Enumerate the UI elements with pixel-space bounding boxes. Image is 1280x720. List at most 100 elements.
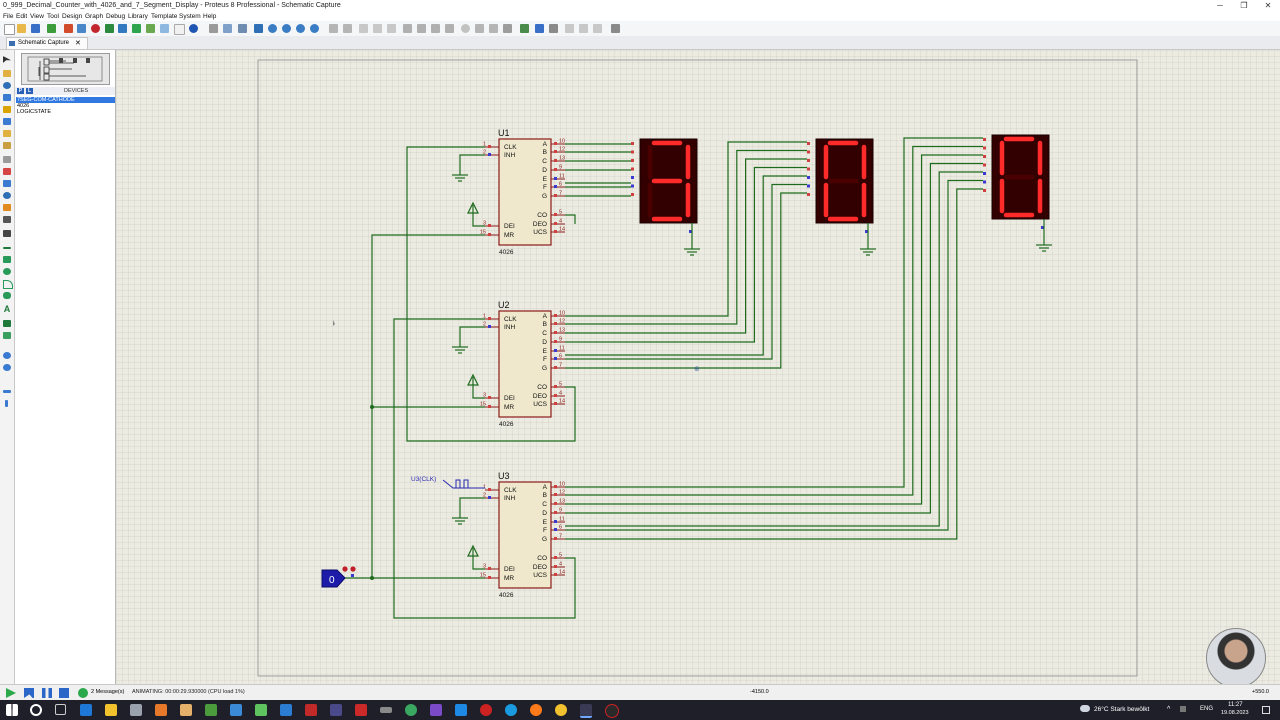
virtual-instrument-icon[interactable]	[3, 230, 11, 237]
taskbar-app-2-icon[interactable]	[205, 704, 217, 716]
search-icon[interactable]	[30, 704, 42, 716]
vlc-icon[interactable]	[155, 704, 167, 716]
line-icon[interactable]	[3, 247, 11, 249]
marker-icon[interactable]	[3, 332, 11, 339]
grid-toggle-icon[interactable]	[223, 24, 232, 33]
bom-icon[interactable]	[160, 24, 169, 33]
junction-dot-icon[interactable]	[3, 82, 11, 89]
record-icon[interactable]	[91, 24, 100, 33]
taskbar-app-9-icon[interactable]	[605, 704, 619, 718]
library-manager-button[interactable]: L	[26, 88, 33, 94]
undo-icon[interactable]	[329, 24, 338, 33]
zoom-in-icon[interactable]	[268, 24, 277, 33]
menu-library[interactable]: Library	[128, 13, 148, 20]
symbol-icon[interactable]	[3, 320, 11, 327]
copy-icon[interactable]	[373, 24, 382, 33]
windows-start-icon[interactable]	[6, 704, 18, 716]
taskbar-app-icon[interactable]	[180, 704, 192, 716]
visual-studio-icon[interactable]	[430, 704, 442, 716]
text-tool-icon[interactable]: A	[3, 304, 11, 314]
calculator-icon[interactable]	[130, 704, 142, 716]
proteus-icon[interactable]	[580, 704, 592, 718]
circle-icon[interactable]	[3, 268, 11, 275]
remove-sheet-icon[interactable]	[579, 24, 588, 33]
box-icon[interactable]	[3, 256, 11, 263]
wire-autorouter-icon[interactable]	[520, 24, 529, 33]
terminals-icon[interactable]	[3, 142, 11, 149]
language-indicator[interactable]: ENG	[1200, 706, 1214, 712]
rotate-ccw-icon[interactable]	[3, 364, 11, 371]
menu-graph[interactable]: Graph	[85, 13, 104, 20]
new-sheet-icon[interactable]	[565, 24, 574, 33]
origin-icon[interactable]	[238, 24, 247, 33]
paste-icon[interactable]	[387, 24, 396, 33]
block-delete-icon[interactable]	[445, 24, 454, 33]
task-view-icon[interactable]	[55, 704, 66, 715]
tape-recorder-icon[interactable]	[3, 180, 11, 187]
search-tag-icon[interactable]	[535, 24, 544, 33]
taskbar-app-widgets-icon[interactable]	[80, 704, 92, 716]
opera-icon[interactable]	[480, 704, 492, 716]
overview-window[interactable]	[21, 53, 110, 85]
zoom-area-icon[interactable]	[310, 24, 319, 33]
minimize-button[interactable]: ─	[1217, 1, 1223, 10]
mirror-y-icon[interactable]	[5, 400, 8, 407]
taskbar-app-3-icon[interactable]	[255, 704, 267, 716]
clock-date[interactable]: 19.08.2023	[1221, 710, 1249, 716]
close-button[interactable]: ✕	[1264, 1, 1272, 10]
menu-design[interactable]: Design	[62, 13, 83, 20]
edge-icon[interactable]	[505, 704, 517, 716]
taskbar-app-5-icon[interactable]	[330, 704, 342, 716]
vscode-icon[interactable]	[455, 704, 467, 716]
block-copy-icon[interactable]	[403, 24, 412, 33]
graph-icon[interactable]	[3, 168, 11, 175]
block-rotate-icon[interactable]	[431, 24, 440, 33]
menu-system[interactable]: System	[179, 13, 201, 20]
3d-viewer-icon[interactable]	[118, 24, 127, 33]
path-icon[interactable]	[3, 292, 11, 299]
taskbar-app-6-icon[interactable]	[355, 704, 367, 716]
goto-sheet-icon[interactable]	[593, 24, 602, 33]
device-item-7seg[interactable]: 7SEG-COM-CATHODE	[16, 97, 115, 103]
notifications-icon[interactable]	[1262, 706, 1270, 714]
arc-icon[interactable]	[3, 280, 13, 289]
subcircuit-icon[interactable]	[3, 130, 11, 137]
pick-device-icon[interactable]	[461, 24, 470, 33]
firefox-icon[interactable]	[530, 704, 542, 716]
tab-schematic-capture[interactable]: Schematic Capture ✕	[6, 37, 88, 49]
tray-app-icon[interactable]	[1180, 706, 1186, 712]
clock-time[interactable]: 11:27	[1228, 702, 1243, 708]
schematic-icon[interactable]	[77, 24, 86, 33]
stop-icon[interactable]	[59, 688, 69, 698]
pcb-layout-icon[interactable]	[105, 24, 114, 33]
packaging-tool-icon[interactable]	[489, 24, 498, 33]
design-explorer-icon[interactable]	[146, 24, 155, 33]
gerber-icon[interactable]	[132, 24, 141, 33]
mail-icon[interactable]	[230, 704, 242, 716]
selection-mode-icon[interactable]	[3, 56, 11, 63]
component-mode-icon[interactable]	[3, 70, 11, 77]
tray-chevron-icon[interactable]: ^	[1167, 706, 1171, 713]
zoom-out-icon[interactable]	[282, 24, 291, 33]
cut-icon[interactable]	[359, 24, 368, 33]
device-pins-icon[interactable]	[3, 156, 11, 163]
file-explorer-icon[interactable]	[105, 704, 117, 716]
taskbar-app-4-icon[interactable]	[305, 704, 317, 716]
mirror-x-icon[interactable]	[3, 390, 11, 393]
chrome-icon[interactable]	[555, 704, 567, 716]
save-icon[interactable]	[31, 24, 40, 33]
messages-count[interactable]: 2 Message(s)	[91, 689, 125, 695]
pan-icon[interactable]	[254, 24, 263, 33]
notes-icon[interactable]	[174, 24, 185, 35]
block-move-icon[interactable]	[417, 24, 426, 33]
play-icon[interactable]	[6, 688, 16, 698]
taskbar-app-8-icon[interactable]	[405, 704, 417, 716]
buses-icon[interactable]	[3, 118, 11, 125]
make-device-icon[interactable]	[475, 24, 484, 33]
step-icon[interactable]	[24, 688, 34, 698]
redo-icon[interactable]	[343, 24, 352, 33]
decompose-icon[interactable]	[503, 24, 512, 33]
menu-template[interactable]: Template	[151, 13, 178, 20]
new-file-icon[interactable]	[4, 24, 15, 35]
